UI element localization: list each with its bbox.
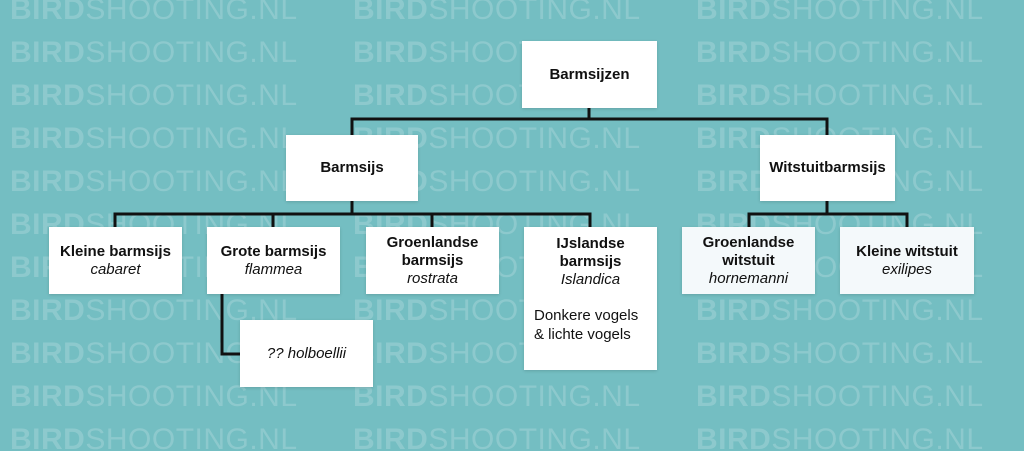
watermark-text: BIRDSHOOTING.NL	[696, 0, 984, 26]
node-ijslandse-barmsijs: IJslandse barmsijs Islandica Donkere vog…	[524, 227, 657, 370]
node-groenlandse-barmsijs: Groenlandse barmsijs rostrata	[366, 227, 499, 294]
node-groenlandse-barmsijs-name: Groenlandse barmsijs	[386, 233, 479, 269]
node-ijslandse-barmsijs-note: Donkere vogels & lichte vogels	[534, 307, 639, 343]
node-ijslandse-barmsijs-sci: Islandica	[560, 271, 621, 288]
node-kleine-barmsijs-sci: cabaret	[90, 260, 141, 278]
watermark-text: BIRDSHOOTING.NL	[696, 380, 984, 413]
node-barmsijs-name: Barmsijs	[320, 159, 384, 176]
node-barmsijs: Barmsijs	[286, 135, 418, 201]
node-kleine-barmsijs: Kleine barmsijs cabaret	[49, 227, 182, 294]
connector-grote-to-holboellii	[220, 293, 242, 356]
node-barmsijzen-name: Barmsijzen	[549, 65, 630, 83]
node-groenlandse-witstuit: Groenlandse witstuit hornemanni	[682, 227, 815, 294]
node-groenlandse-barmsijs-sci: rostrata	[407, 269, 458, 287]
watermark-text: BIRDSHOOTING.NL	[696, 423, 984, 451]
watermark-text: BIRDSHOOTING.NL	[353, 423, 641, 451]
watermark-text: BIRDSHOOTING.NL	[353, 0, 641, 26]
watermark-text: BIRDSHOOTING.NL	[10, 0, 298, 26]
node-kleine-witstuit-sci: exilipes	[881, 260, 933, 278]
node-groenlandse-witstuit-name: Groenlandse witstuit	[702, 233, 795, 269]
watermark-text: BIRDSHOOTING.NL	[10, 79, 298, 112]
node-holboellii-sci: ?? holboellii	[266, 344, 347, 362]
node-grote-barmsijs: Grote barmsijs flammea	[207, 227, 340, 294]
watermark-text: BIRDSHOOTING.NL	[10, 423, 298, 451]
watermark-text: BIRDSHOOTING.NL	[696, 36, 984, 69]
node-ijslandse-barmsijs-name: IJslandse barmsijs	[556, 235, 625, 270]
node-grote-barmsijs-name: Grote barmsijs	[220, 242, 327, 260]
node-witstuitbarmsijs: Witstuitbarmsijs	[760, 135, 895, 201]
watermark-text: BIRDSHOOTING.NL	[10, 165, 298, 198]
watermark-row: BIRDSHOOTING.NLBIRDSHOOTING.NLBIRDSHOOTI…	[10, 124, 1024, 154]
node-kleine-witstuit: Kleine witstuit exilipes	[840, 227, 974, 294]
watermark-text: BIRDSHOOTING.NL	[10, 36, 298, 69]
node-kleine-barmsijs-name: Kleine barmsijs	[60, 242, 171, 260]
node-witstuitbarmsijs-name: Witstuitbarmsijs	[769, 159, 886, 176]
watermark-row: BIRDSHOOTING.NL BIRDSHOOTING.NL BIRDSHOOTI…	[10, 0, 1024, 25]
watermark-text: BIRDSHOOTING.NL	[696, 79, 984, 112]
node-grote-barmsijs-sci: flammea	[244, 260, 303, 278]
watermark-text: BIRDSHOOTING.NL	[10, 122, 298, 155]
node-groenlandse-witstuit-sci: hornemanni	[708, 269, 789, 287]
node-barmsijzen: Barmsijzen	[522, 41, 657, 108]
node-holboellii: ?? holboellii	[240, 320, 373, 387]
watermark-row: BIRDSHOOTING.NL BIRDSHOOTING.NL BIRDSHOOTI…	[10, 425, 1024, 451]
watermark-text: BIRDSHOOTING.NL	[696, 337, 984, 370]
watermark-text: BIRDSHOOTING.NL	[696, 294, 984, 327]
node-kleine-witstuit-name: Kleine witstuit	[856, 242, 958, 260]
